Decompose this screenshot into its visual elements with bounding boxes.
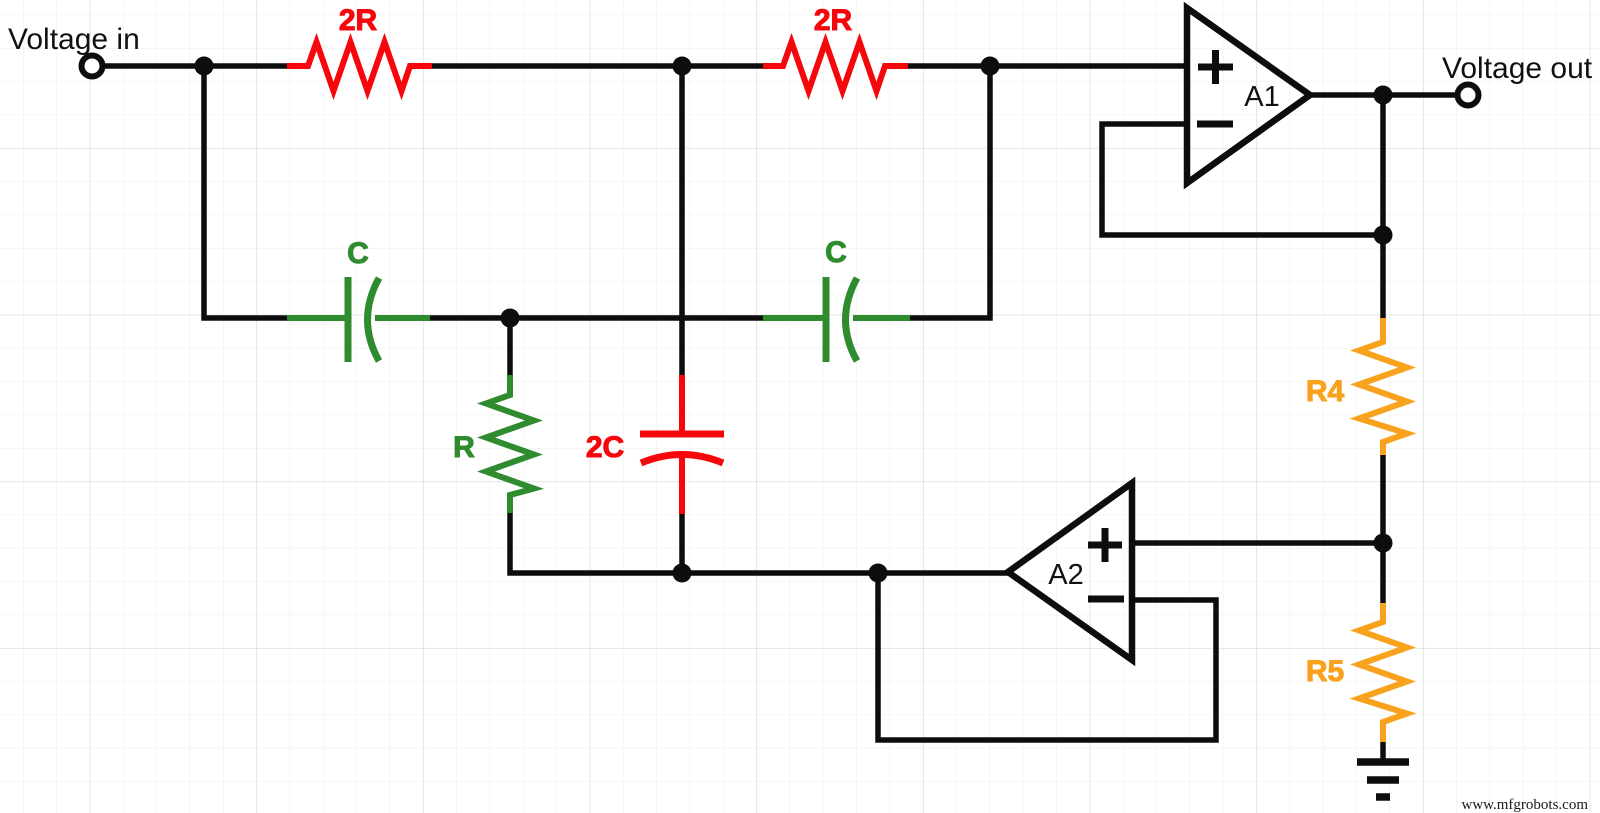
opamp-a1-label: A1 [1244, 81, 1279, 113]
wire-r-down-to-bottom-rail [507, 513, 682, 576]
input-terminal-icon [78, 52, 106, 80]
wire-c2-up-to-top-rail [910, 66, 993, 321]
junction-r4-r5-divider [1373, 533, 1393, 553]
junction-input-node [194, 56, 214, 76]
opamp-a2-label: A2 [1048, 559, 1083, 591]
resistor-r5-label: R5 [1306, 655, 1344, 688]
resistor-r2-symbol [763, 32, 908, 101]
capacitor-c2-curved-plate [842, 276, 861, 363]
resistor-r1-label: 2R [339, 4, 378, 37]
capacitor-c2-label: C [825, 236, 847, 269]
opamp-a1: A1 [1183, 1, 1316, 190]
capacitor-c1: C [287, 237, 430, 363]
capacitor-c1-curved-plate [364, 276, 383, 363]
opamp-a2: A2 [1002, 476, 1136, 667]
junction-a1-feedback [1373, 225, 1393, 245]
junction-top-right [980, 56, 1000, 76]
junction-a2-output [868, 563, 888, 583]
wire-a1-feedback-loop [1099, 121, 1383, 238]
resistor-r3-label: R [453, 431, 475, 464]
resistor-r4: R4 [1305, 318, 1417, 455]
output-terminal-icon [1454, 81, 1482, 109]
resistor-r1-symbol [287, 32, 432, 101]
resistor-r2-label: 2R [814, 4, 853, 37]
resistor-r1: 2R [287, 4, 432, 101]
junction-a1-output [1373, 85, 1393, 105]
capacitor-c3: 2C [585, 375, 725, 514]
resistor-r4-label: R4 [1306, 375, 1345, 408]
voltage-out-label: Voltage out [1442, 52, 1593, 85]
a1-plus-icon [1198, 50, 1233, 84]
resistor-r5-symbol [1349, 603, 1417, 742]
resistor-r2: 2R [763, 4, 908, 101]
capacitor-c3-label: 2C [586, 431, 624, 464]
capacitor-c2: C [763, 236, 910, 363]
opamp-a2-triangle [1002, 476, 1136, 667]
wires [103, 63, 1456, 762]
resistor-r4-symbol [1349, 318, 1417, 455]
watermark: www.mfgrobots.com [1461, 797, 1588, 813]
resistor-r3: R [453, 375, 545, 513]
capacitor-c1-label: C [347, 237, 369, 270]
resistor-r5: R5 [1305, 603, 1417, 742]
voltage-in-label: Voltage in [8, 23, 140, 56]
junction-bottom-center [672, 563, 692, 583]
junction-c-branch [500, 308, 520, 328]
wire-input-node-down-to-c1 [201, 66, 287, 321]
ground-icon [1357, 758, 1409, 801]
opamp-a1-triangle [1183, 1, 1316, 190]
junction-dots [194, 56, 1393, 583]
capacitor-c3-curved-plate [639, 451, 725, 467]
wire-a2-feedback-loop [875, 573, 1219, 743]
a2-plus-icon [1088, 528, 1122, 562]
resistor-r3-symbol [477, 375, 545, 513]
junction-top-center [672, 56, 692, 76]
